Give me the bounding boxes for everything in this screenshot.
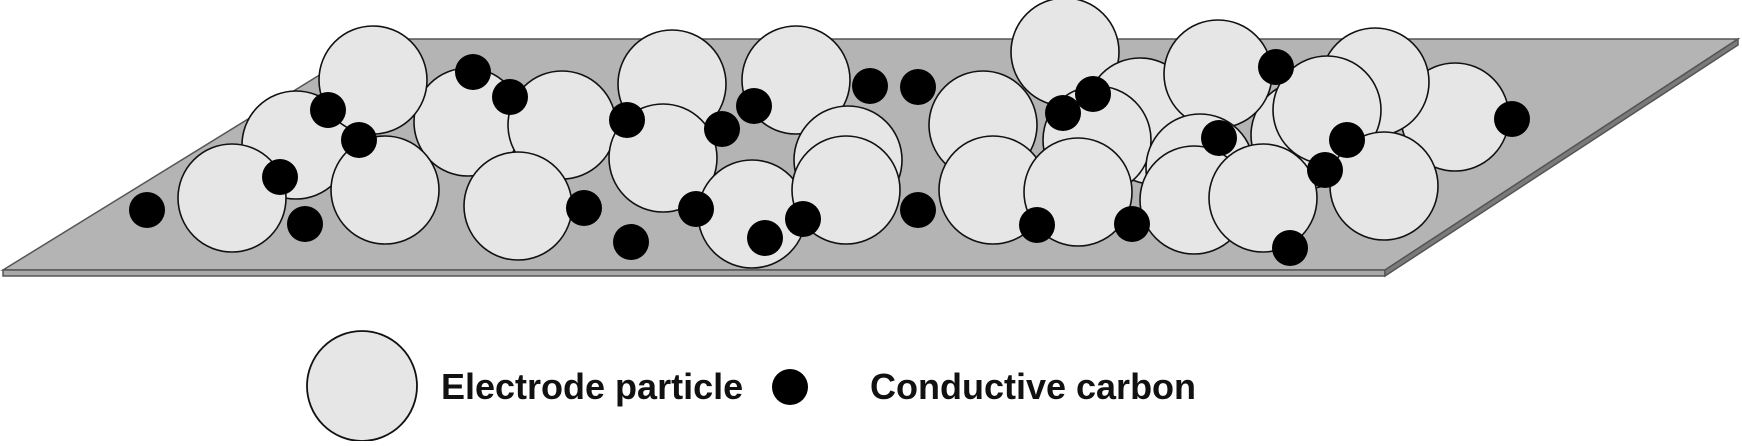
conductive-carbon-dot [785,201,821,237]
conductive-carbon-dot [852,68,888,104]
conductive-carbon-dot [455,54,491,90]
substrate-side-edge [1384,37,1739,278]
legend-electrode-particle-label: Electrode particle [441,366,744,407]
conductive-carbon-dot [1258,49,1294,85]
conductive-carbon-dot [1307,152,1343,188]
legend-conductive-carbon-swatch [772,369,808,405]
conductive-carbon-dot [287,206,323,242]
legend-electrode-particle-swatch [306,330,418,442]
conductive-carbon-dot [613,224,649,260]
conductive-carbon-dot [704,111,740,147]
conductive-carbon-dot [736,88,772,124]
conductive-carbon-dot [1272,230,1308,266]
conductive-carbon-dot [566,190,602,226]
conductive-carbon-dots [129,49,1530,266]
conductive-carbon-dot [1201,120,1237,156]
conductive-carbon-dot [341,122,377,158]
conductive-carbon-dot [1075,76,1111,112]
conductive-carbon-dot [678,191,714,227]
substrate-front-edge [2,269,1386,277]
conductive-carbon-dot [492,79,528,115]
conductive-carbon-dot [1329,122,1365,158]
electrode-particle [330,135,440,245]
conductive-carbon-dot [129,192,165,228]
conductive-carbon-dot [900,69,936,105]
legend-conductive-carbon-label: Conductive carbon [870,366,1197,407]
conductive-carbon-dot [747,220,783,256]
electrode-particle [463,151,573,261]
conductive-carbon-dot [1114,206,1150,242]
conductive-carbon-dot [1019,207,1055,243]
electrode-particle [177,143,287,253]
conductive-carbon-dot [609,102,645,138]
conductive-carbon-dot [1045,95,1081,131]
electrode-particle [1208,143,1318,253]
electrode-particle [1163,19,1273,129]
conductive-carbon-dot [900,192,936,228]
conductive-carbon-dot [262,159,298,195]
conductive-carbon-dot [1494,101,1530,137]
conductive-carbon-dot [310,92,346,128]
